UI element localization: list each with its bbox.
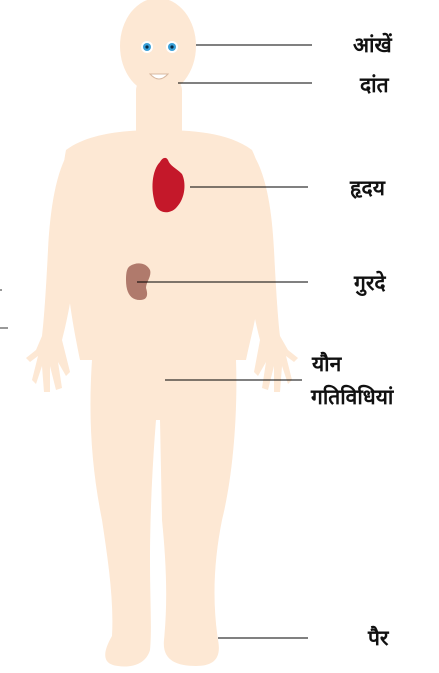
left-eye-pupil xyxy=(145,45,148,48)
label-heart: हृदय xyxy=(349,176,386,200)
left-arm xyxy=(26,150,80,392)
label-eyes: आंखें xyxy=(353,32,393,57)
label-sexual-activity-line2: गतिविधियां xyxy=(310,384,395,409)
label-sexual-activity-line1: यौन xyxy=(311,351,343,376)
head xyxy=(120,0,196,94)
right-arm xyxy=(242,150,298,392)
human-silhouette xyxy=(26,0,298,666)
label-teeth: दांत xyxy=(359,73,390,97)
label-kidneys: गुरदे xyxy=(353,270,386,297)
label-feet: पैर xyxy=(367,625,390,650)
right-eye-pupil xyxy=(170,45,173,48)
